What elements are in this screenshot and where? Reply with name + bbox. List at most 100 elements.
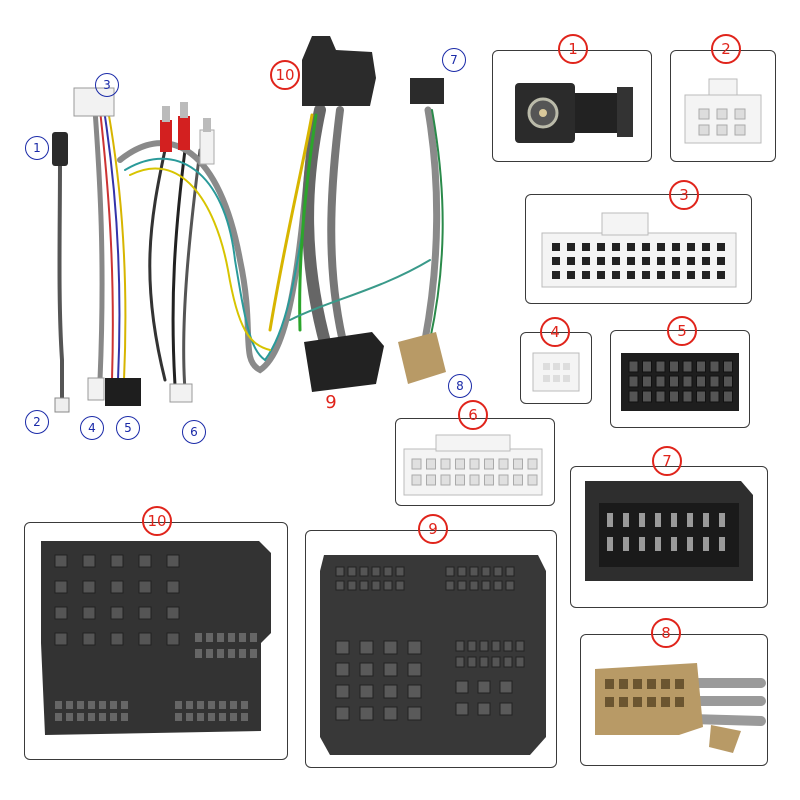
pin-cavity: [383, 684, 398, 699]
pin-cavity: [505, 566, 515, 577]
pin-cavity: [186, 701, 193, 709]
pin-cavity: [54, 606, 68, 620]
pin-cavity: [469, 474, 480, 486]
pin-cavity: [723, 360, 733, 373]
pin-cavity: [657, 271, 665, 279]
pin-cavity: [175, 701, 182, 709]
pin-cavity: [217, 633, 224, 642]
pin-cavity: [359, 684, 374, 699]
pin-cavity: [469, 580, 479, 591]
pin-cavity: [672, 257, 680, 265]
pin-cavity: [633, 679, 642, 689]
pin-cavity: [717, 271, 725, 279]
pin-cavity: [166, 632, 180, 646]
pin-cavity: [138, 606, 152, 620]
pin-cavity: [383, 706, 398, 721]
pin-cavity: [671, 513, 677, 527]
pin-cavity: [54, 554, 68, 568]
pin-cavity: [597, 257, 605, 265]
pin-cavity: [110, 554, 124, 568]
pin-cavity: [505, 580, 515, 591]
pin-cavity: [709, 390, 720, 403]
pin-cavity: [457, 566, 467, 577]
panel-label-4: 4: [540, 317, 570, 347]
pin-cavity: [582, 257, 590, 265]
connector-10-panel: [24, 522, 288, 760]
pin-cavity: [661, 697, 670, 707]
pin-cavity: [687, 513, 693, 527]
pin-cavity: [411, 458, 422, 470]
pin-cavity: [499, 702, 513, 716]
pin-cavity: [217, 649, 224, 658]
pin-cavity: [395, 566, 405, 577]
pin-cavity: [250, 633, 257, 642]
pin-cavity: [66, 701, 73, 709]
pin-cavity: [642, 257, 650, 265]
pin-cavity: [206, 649, 213, 658]
pin-cavity: [702, 243, 710, 251]
pin-cavity: [77, 701, 84, 709]
pin-cavity: [719, 537, 725, 551]
pin-cavity: [669, 390, 679, 403]
pin-cavity: [347, 566, 357, 577]
pin-cavity: [597, 243, 605, 251]
pin-cavity: [675, 697, 684, 707]
pin-cavity: [491, 640, 501, 652]
pin-cavity: [426, 474, 436, 486]
pin-cavity: [208, 713, 215, 721]
pin-cavity: [121, 713, 128, 721]
pin-cavity: [335, 566, 345, 577]
pin-cavity: [527, 474, 538, 486]
pin-cavity: [110, 606, 124, 620]
pin-cavity: [335, 640, 350, 655]
pin-cavity: [498, 474, 509, 486]
pin-cavity: [395, 580, 405, 591]
pin-cavity: [607, 537, 613, 551]
pin-cavity: [197, 713, 204, 721]
pin-cavity: [672, 271, 680, 279]
pin-cavity: [709, 360, 720, 373]
pin-cavity: [110, 632, 124, 646]
pin-cavity: [702, 257, 710, 265]
pin-cavity: [469, 458, 480, 470]
connector-8-panel: [580, 634, 768, 766]
pin-cavity: [455, 656, 465, 668]
pin-cavity: [647, 697, 656, 707]
pin-cavity: [498, 458, 509, 470]
pin-cavity: [82, 554, 96, 568]
pin-cavity: [642, 375, 652, 388]
connector-3-panel: [525, 194, 752, 304]
pin-cavity: [359, 580, 369, 591]
pin-cavity: [642, 243, 650, 251]
pin-cavity: [623, 513, 629, 527]
pin-cavity: [467, 640, 477, 652]
pin-cavity: [675, 679, 684, 689]
pin-cavity: [723, 375, 733, 388]
pin-cavity: [687, 257, 695, 265]
pin-cavity: [627, 257, 635, 265]
pin-cavity: [479, 656, 489, 668]
connector-1-image: [515, 83, 633, 143]
pin-cavity: [347, 580, 357, 591]
pin-cavity: [515, 640, 525, 652]
pin-cavity: [717, 257, 725, 265]
pin-cavity: [383, 640, 398, 655]
pin-cavity: [669, 360, 679, 373]
pin-cavity: [671, 537, 677, 551]
pin-cavity: [605, 697, 614, 707]
connector-1-panel: [492, 50, 652, 162]
harness-label-8: 8: [448, 374, 472, 398]
pin-cavity: [597, 271, 605, 279]
pin-cavity: [655, 375, 666, 388]
pin-cavity: [455, 458, 465, 470]
pin-cavity: [493, 566, 503, 577]
pin-cavity: [687, 537, 693, 551]
connector-9-panel: [305, 530, 557, 768]
connector-9-image: [320, 555, 546, 755]
pin-cavity: [481, 566, 491, 577]
pin-cavity: [612, 257, 620, 265]
pin-cavity: [110, 580, 124, 594]
pin-cavity: [709, 375, 720, 388]
pin-cavity: [228, 633, 235, 642]
